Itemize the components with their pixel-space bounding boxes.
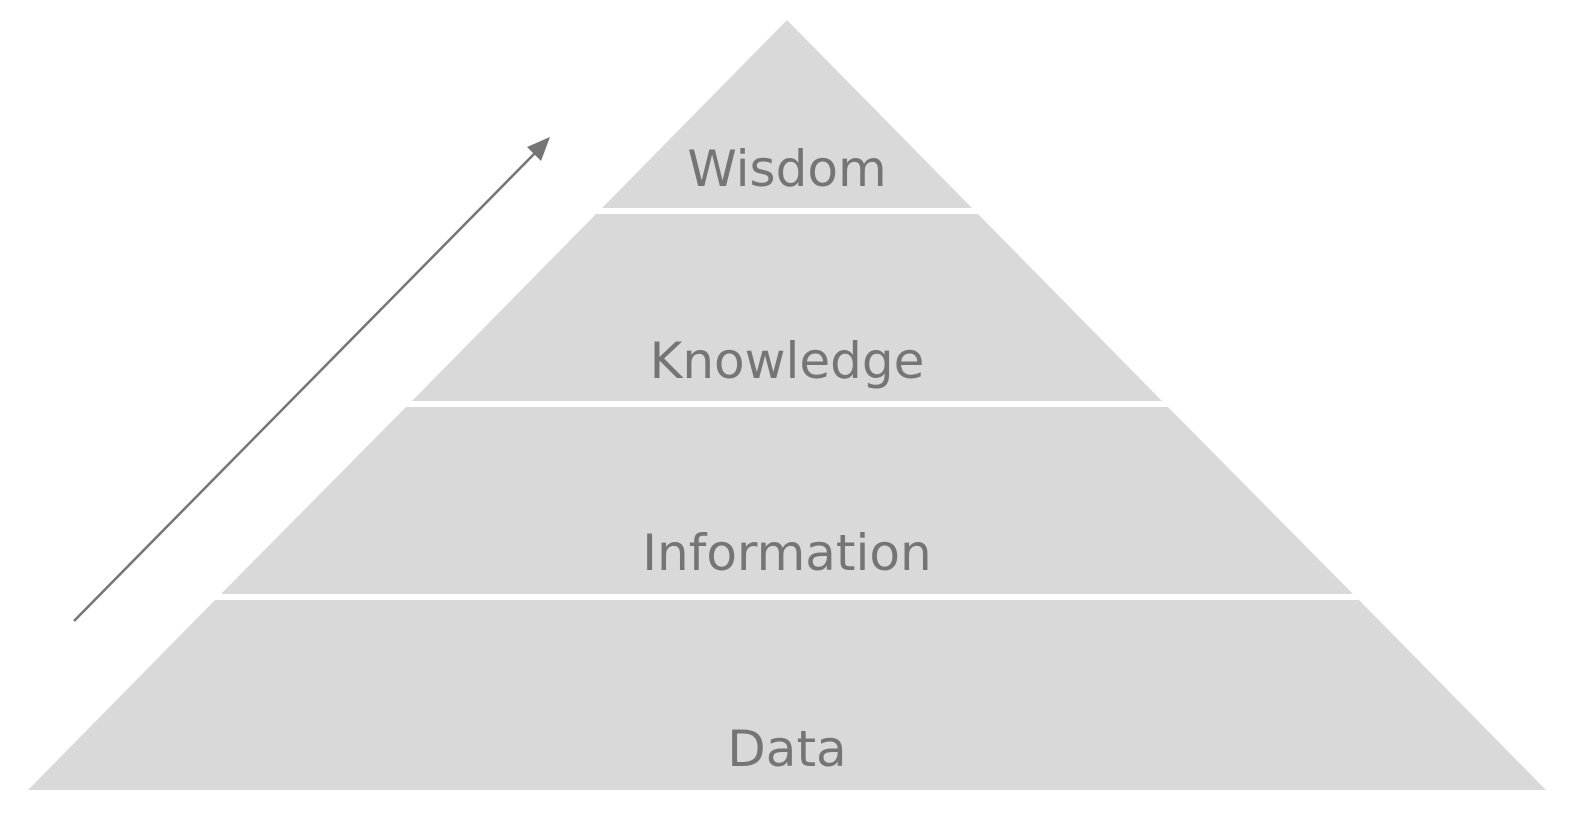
tier-shape-information [221,407,1353,594]
arrow-head [527,137,550,161]
pyramid-tier-wisdom: Wisdom [602,20,972,208]
arrow-up-right-icon [73,137,550,622]
pyramid-tier-data: Data [28,600,1546,790]
tier-shape-wisdom [602,20,972,208]
tier-label-wisdom: Wisdom [687,140,886,198]
tier-label-data: Data [727,720,846,778]
tier-shape-data [28,600,1546,790]
pyramid-tier-knowledge: Knowledge [412,214,1162,401]
tier-label-information: Information [642,524,931,582]
arrow-shaft [73,151,537,622]
tier-label-knowledge: Knowledge [650,332,925,390]
tier-shape-knowledge [412,214,1162,401]
pyramid-tier-information: Information [221,407,1353,594]
